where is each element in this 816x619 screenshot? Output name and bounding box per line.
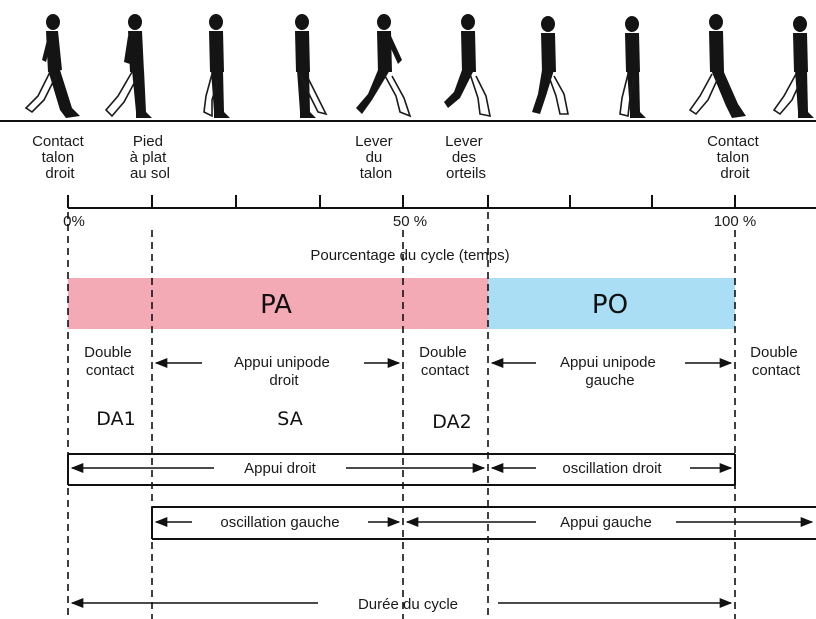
tick-label-50: 50 % (393, 213, 427, 230)
walker-figure-4 (295, 14, 328, 118)
phase-pa-label: PA (260, 290, 292, 320)
phase-bar: PA PO (68, 278, 735, 329)
double-contact-label-3: Double contact (750, 344, 802, 379)
event-label-lever-talon: Lever du talon (355, 133, 397, 182)
walker-figure-7 (532, 16, 569, 115)
abbrev-da2: DA2 (432, 411, 471, 433)
tick-label-100: 100 % (714, 213, 757, 230)
walker-figure-1 (24, 14, 80, 118)
walking-figures-strip (0, 14, 816, 122)
axis-ticks (67, 195, 736, 208)
abbrev-da1: DA1 (96, 408, 135, 430)
phase-pa-block (68, 278, 488, 329)
appui-unipode-gauche-label: Appui unipode gauche (560, 354, 660, 389)
oscillation-droit-label: oscillation droit (562, 460, 662, 477)
tick-label-0: 0% (63, 213, 85, 230)
right-leg-bar: Appui droit oscillation droit (67, 453, 736, 486)
walker-figure-8 (619, 16, 646, 118)
event-labels: Contact talon droit Pied à plat au sol L… (32, 133, 763, 182)
abbrev-sa: SA (277, 408, 302, 430)
event-dashed-lines (67, 212, 736, 619)
oscillation-gauche-label: oscillation gauche (220, 514, 339, 531)
phase-po-block (488, 278, 735, 329)
phase-po-label: PO (592, 290, 628, 320)
event-label-lever-orteils: Lever des orteils (445, 133, 487, 182)
axis-title: Pourcentage du cycle (temps) (310, 247, 509, 264)
double-contact-label-1: Double contact (84, 344, 136, 379)
percentage-axis: 0% 50 % 100 % Pourcentage du cycle (temp… (63, 195, 816, 264)
event-label-contact-talon-end: Contact talon droit (707, 133, 763, 182)
double-contact-label-2: Double contact (419, 344, 471, 379)
walker-figure-6 (444, 14, 492, 118)
event-label-contact-talon-start: Contact talon droit (32, 133, 88, 182)
appui-unipode-droit-label: Appui unipode droit (234, 354, 334, 389)
cycle-duration: Durée du cycle (70, 596, 733, 613)
walker-figure-10 (772, 16, 814, 118)
appui-gauche-label: Appui gauche (560, 514, 652, 531)
duree-cycle-label: Durée du cycle (358, 596, 458, 613)
phase-abbreviations: DA1 SA DA2 (96, 408, 471, 433)
walker-figure-3 (203, 14, 230, 118)
left-leg-bar: oscillation gauche Appui gauche (151, 506, 816, 540)
walker-figure-2 (104, 14, 152, 118)
event-label-pied-a-plat: Pied à plat au sol (130, 133, 171, 182)
appui-droit-label: Appui droit (244, 460, 317, 477)
walker-figure-9 (688, 14, 746, 118)
walker-figure-5 (356, 14, 412, 118)
support-phases-row: Double contact Appui unipode droit Doubl… (84, 344, 802, 389)
